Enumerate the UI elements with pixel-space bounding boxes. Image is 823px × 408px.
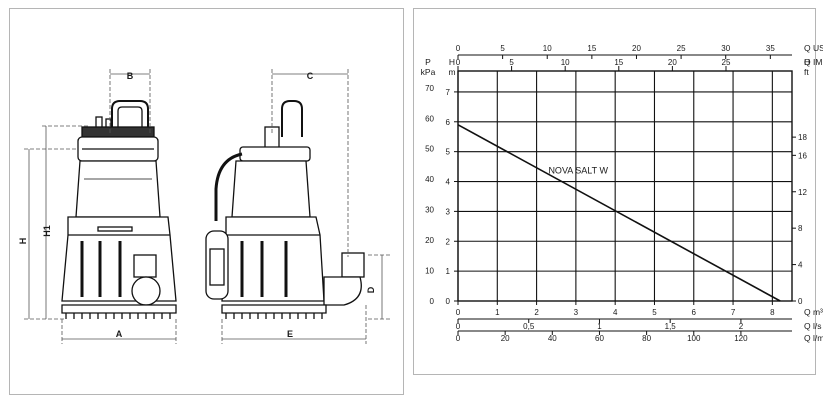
chart-axes xyxy=(454,54,796,335)
x-tick-label-us-gpm: 30 xyxy=(721,44,730,53)
x-tick-label-ls: 1,5 xyxy=(665,322,677,331)
x-tick-label-m3h: 1 xyxy=(495,308,500,317)
x-tick-label-lmin: 80 xyxy=(642,334,651,343)
x-tick-label-lmin: 100 xyxy=(687,334,701,343)
x-tick-label-m3h: 0 xyxy=(456,308,461,317)
dim-label-b: B xyxy=(127,71,134,81)
y-tick-label-m: 0 xyxy=(446,297,451,306)
x-tick-label-imp-gpm: 25 xyxy=(722,58,731,67)
y-tick-label-ft: 16 xyxy=(798,151,807,160)
top-axis-2-label: Q IMP gpm xyxy=(804,57,823,67)
x-tick-label-lmin: 60 xyxy=(595,334,604,343)
y-tick-label-m: 2 xyxy=(446,237,451,246)
y-tick-label-kpa: 40 xyxy=(425,175,434,184)
right-axis-ft-unit: ft xyxy=(804,67,809,77)
pump-side-view xyxy=(205,100,365,319)
dim-label-c: C xyxy=(307,71,314,81)
x-tick-label-us-gpm: 35 xyxy=(766,44,775,53)
y-tick-label-ft: 4 xyxy=(798,261,803,270)
x-tick-label-imp-gpm: 20 xyxy=(668,58,677,67)
y-tick-label-kpa: 70 xyxy=(425,84,434,93)
x-tick-label-us-gpm: 0 xyxy=(456,44,461,53)
x-tick-label-us-gpm: 25 xyxy=(677,44,686,53)
y-tick-label-m: 4 xyxy=(446,178,451,187)
x-tick-label-m3h: 7 xyxy=(731,308,736,317)
bottom-axis-2-label: Q l/s xyxy=(804,321,821,331)
right-axis-h-label: H xyxy=(804,57,810,67)
bottom-axis-3-label: Q l/min xyxy=(804,333,823,343)
side-dimension-lines xyxy=(221,69,390,344)
x-tick-label-m3h: 5 xyxy=(652,308,657,317)
series-line-nova-salt-w xyxy=(457,124,781,302)
bottom-axis-1-label: Q m³/h xyxy=(804,307,823,317)
x-tick-label-ls: 0 xyxy=(456,322,461,331)
x-tick-label-lmin: 0 xyxy=(456,334,461,343)
x-tick-label-imp-gpm: 15 xyxy=(614,58,623,67)
y-tick-label-kpa: 60 xyxy=(425,114,434,123)
x-tick-label-m3h: 4 xyxy=(613,308,618,317)
top-axis-1-label: Q US gpm xyxy=(804,43,823,53)
y-tick-label-ft: 0 xyxy=(798,297,803,306)
front-dimension-lines xyxy=(24,69,177,344)
x-tick-label-lmin: 40 xyxy=(548,334,557,343)
x-tick-label-m3h: 3 xyxy=(574,308,579,317)
y-tick-label-kpa: 0 xyxy=(430,297,435,306)
y-tick-label-kpa: 30 xyxy=(425,206,434,215)
pump-dimension-drawing: B H H1 A xyxy=(18,69,390,344)
dim-label-e: E xyxy=(287,329,293,339)
y-tick-label-m: 6 xyxy=(446,118,451,127)
x-tick-label-ls: 2 xyxy=(739,322,744,331)
left-axis-kpa-unit: kPa xyxy=(421,67,436,77)
y-tick-label-ft: 18 xyxy=(798,133,807,142)
x-tick-label-m3h: 6 xyxy=(692,308,697,317)
x-tick-label-imp-gpm: 0 xyxy=(456,58,461,67)
y-tick-label-ft: 8 xyxy=(798,224,803,233)
x-tick-label-ls: 1 xyxy=(597,322,602,331)
x-tick-label-us-gpm: 10 xyxy=(543,44,552,53)
x-tick-label-us-gpm: 20 xyxy=(632,44,641,53)
x-tick-label-imp-gpm: 10 xyxy=(561,58,570,67)
y-tick-label-kpa: 20 xyxy=(425,236,434,245)
x-tick-label-ls: 0,5 xyxy=(523,322,535,331)
chart-curve xyxy=(457,124,781,302)
series-label: NOVA SALT W xyxy=(548,166,608,176)
dim-label-h: H xyxy=(18,238,28,245)
x-tick-label-lmin: 120 xyxy=(734,334,748,343)
x-tick-label-m3h: 2 xyxy=(534,308,539,317)
x-tick-label-us-gpm: 15 xyxy=(587,44,596,53)
chart-grid xyxy=(457,70,793,302)
dim-label-a: A xyxy=(116,329,123,339)
y-tick-label-m: 3 xyxy=(446,207,451,216)
y-tick-label-m: 7 xyxy=(446,88,451,97)
x-tick-label-m3h: 8 xyxy=(770,308,775,317)
y-tick-label-kpa: 50 xyxy=(425,145,434,154)
y-tick-label-m: 1 xyxy=(446,267,451,276)
y-tick-label-m: 5 xyxy=(446,148,451,157)
left-axis-h-label: H xyxy=(449,57,455,67)
plot-frame xyxy=(457,70,793,302)
left-axis-m-unit: m xyxy=(448,67,455,77)
pump-drawing-panel: B H H1 A xyxy=(9,8,404,395)
x-tick-label-lmin: 20 xyxy=(501,334,510,343)
y-tick-label-ft: 12 xyxy=(798,188,807,197)
x-tick-label-imp-gpm: 5 xyxy=(509,58,514,67)
y-tick-label-kpa: 10 xyxy=(425,267,434,276)
dim-label-d: D xyxy=(366,286,376,293)
x-tick-label-us-gpm: 5 xyxy=(500,44,505,53)
left-axis-p-label: P xyxy=(425,57,431,67)
dim-label-h1: H1 xyxy=(42,225,52,237)
pump-front-view xyxy=(61,100,177,319)
